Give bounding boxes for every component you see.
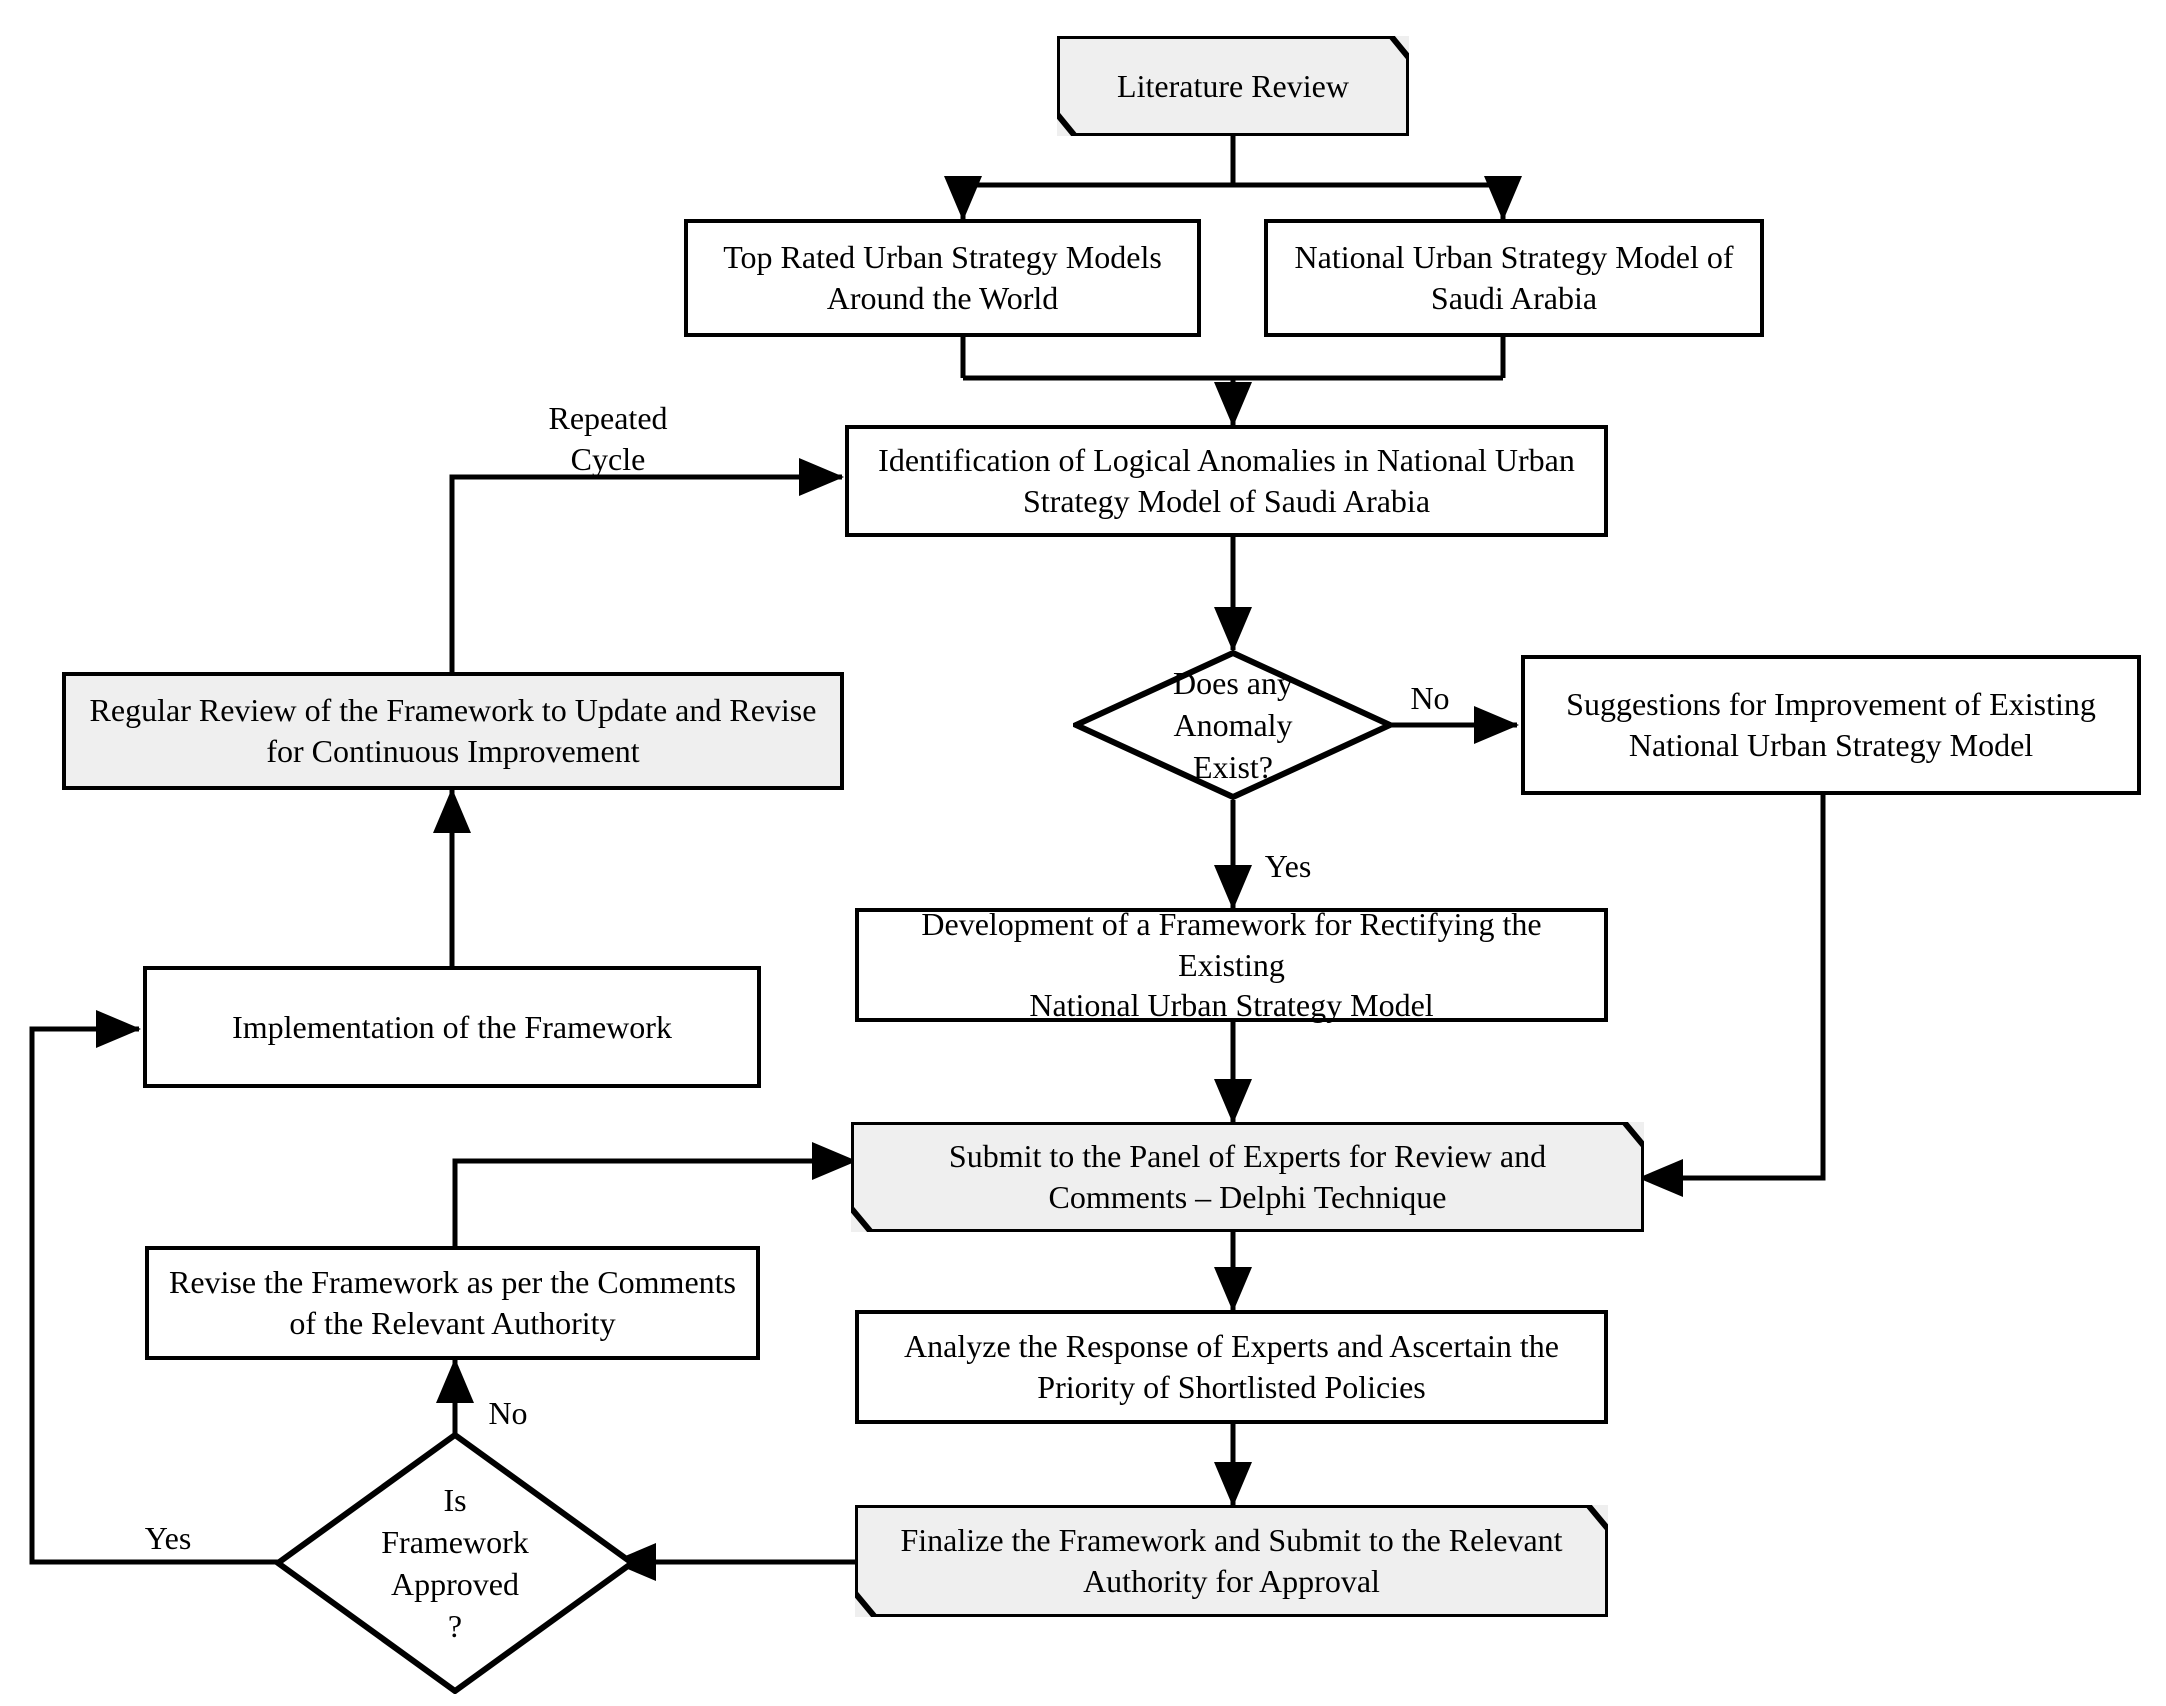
node-literature-review[interactable]: Literature Review <box>1057 36 1409 136</box>
edge-approved-yes-to-implementation <box>29 1010 297 1565</box>
literature-review-shape <box>1057 36 1409 136</box>
edge-revise-to-submit <box>452 1142 857 1246</box>
node-national-model[interactable]: National Urban Strategy Model of Saudi A… <box>1264 219 1764 337</box>
regular-review-label: Regular Review of the Framework to Updat… <box>89 692 817 769</box>
finalize-label: Finalize the Framework and Submit to the… <box>900 1522 1563 1599</box>
approved-decision-label: Is Framework Approved ? <box>381 1481 529 1645</box>
edge-label-anomaly-no: No <box>1410 680 1450 716</box>
approved-decision-shape <box>275 1432 635 1694</box>
edge-label-repeated-cycle: Repeated Cycle <box>548 400 668 477</box>
edge-label-approved-yes: Yes <box>144 1520 192 1556</box>
node-revise[interactable]: Revise the Framework as per the Comments… <box>145 1246 760 1360</box>
node-submit-panel[interactable]: Submit to the Panel of Experts for Revie… <box>851 1122 1644 1232</box>
edge-label-approved-no: No <box>488 1395 528 1431</box>
submit-panel-shape <box>851 1122 1644 1232</box>
node-top-rated-models[interactable]: Top Rated Urban Strategy Models Around t… <box>684 219 1201 337</box>
anomaly-decision-shape <box>1073 650 1393 800</box>
node-approved-decision[interactable]: Is Framework Approved ? <box>275 1432 635 1694</box>
node-implementation[interactable]: Implementation of the Framework <box>143 966 761 1088</box>
node-suggestions[interactable]: Suggestions for Improvement of Existing … <box>1521 655 2141 795</box>
node-regular-review[interactable]: Regular Review of the Framework to Updat… <box>62 672 844 790</box>
edge-suggestions-to-submit <box>1638 795 1826 1197</box>
finalize-shape <box>855 1505 1608 1617</box>
development-label: Development of a Framework for Rectifyin… <box>921 905 1542 1024</box>
node-finalize[interactable]: Finalize the Framework and Submit to the… <box>855 1505 1608 1617</box>
suggestions-label: Suggestions for Improvement of Existing … <box>1566 686 2096 763</box>
node-development[interactable]: Development of a Framework for Rectifyin… <box>855 906 1608 1023</box>
revise-label: Revise the Framework as per the Comments… <box>169 1264 736 1341</box>
literature-review-label: Literature Review <box>1117 67 1349 104</box>
edge-label-anomaly-yes: Yes <box>1264 848 1312 884</box>
node-identification[interactable]: Identification of Logical Anomalies in N… <box>845 425 1608 537</box>
node-analyze[interactable]: Analyze the Response of Experts and Asce… <box>855 1310 1608 1424</box>
identification-label: Identification of Logical Anomalies in N… <box>878 442 1575 519</box>
edge-regular-review-to-identification <box>449 458 844 672</box>
top-rated-models-label: Top Rated Urban Strategy Models Around t… <box>723 239 1162 316</box>
implementation-label: Implementation of the Framework <box>232 1008 672 1045</box>
anomaly-decision-label: Does any Anomaly Exist? <box>1173 664 1293 786</box>
national-model-label: National Urban Strategy Model of Saudi A… <box>1294 239 1734 316</box>
node-anomaly-decision[interactable]: Does any Anomaly Exist? <box>1073 650 1393 800</box>
analyze-label: Analyze the Response of Experts and Asce… <box>904 1328 1559 1405</box>
submit-panel-label: Submit to the Panel of Experts for Revie… <box>948 1138 1547 1215</box>
